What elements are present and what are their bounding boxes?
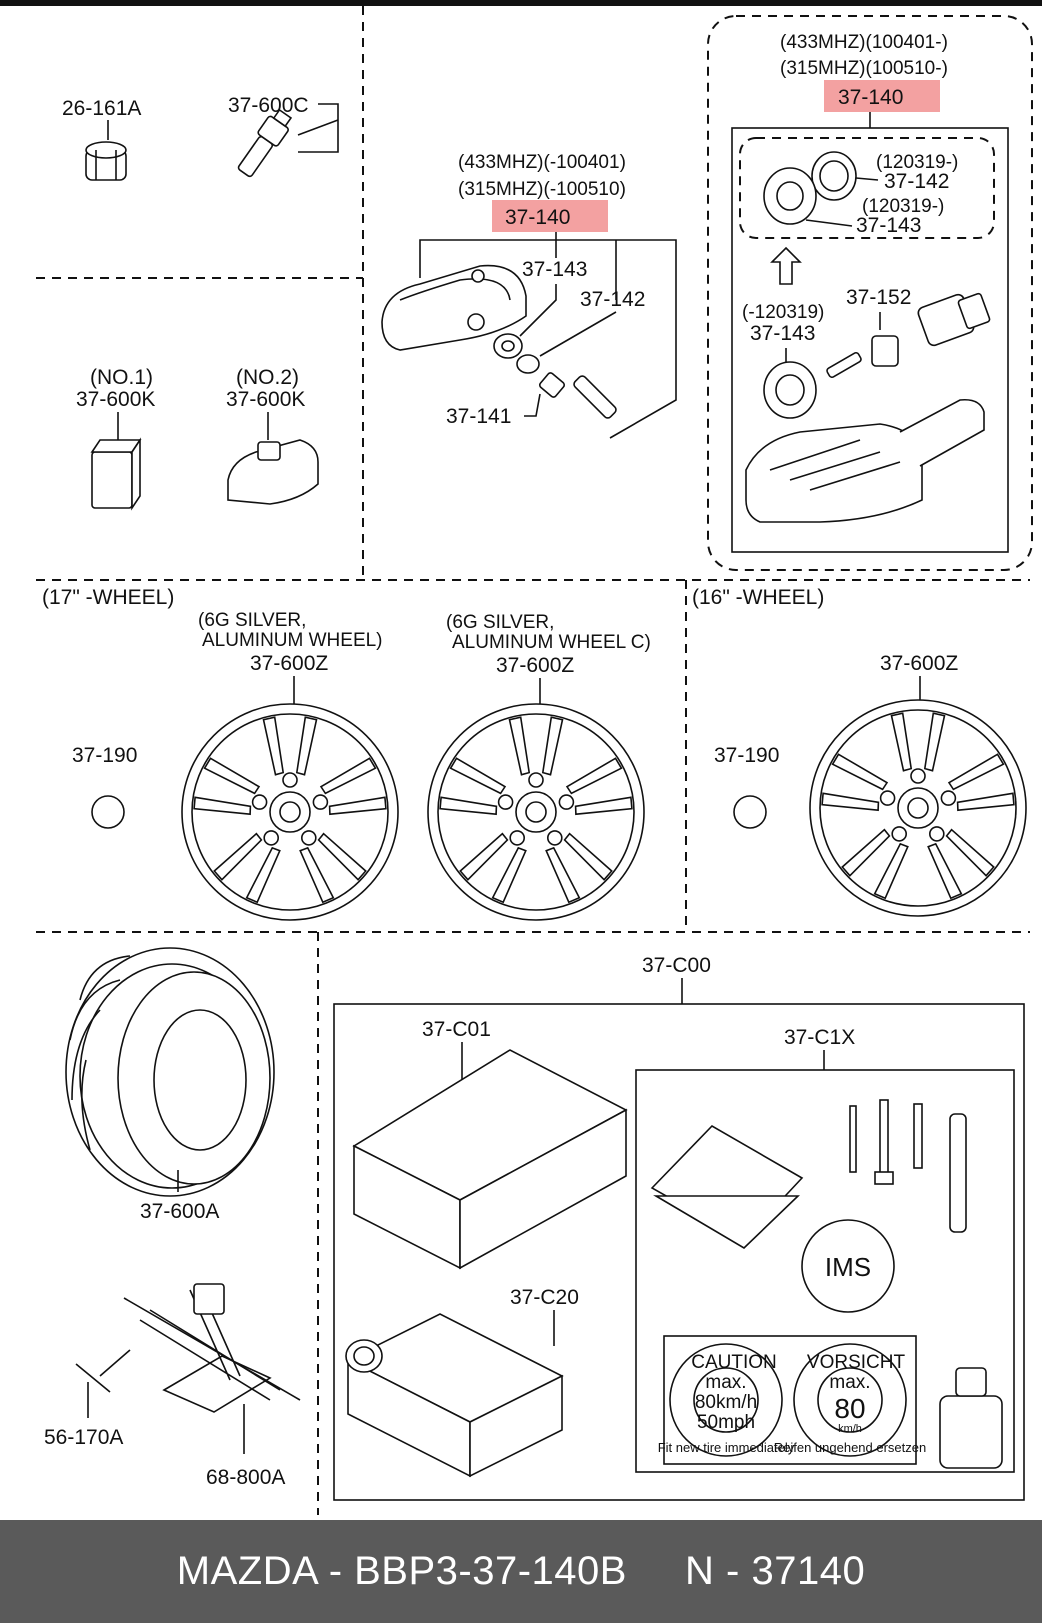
label-37-190-2: 37-190 xyxy=(714,744,779,767)
label-mid-37-141: 37-141 xyxy=(446,405,511,428)
label-mid-37-143: 37-143 xyxy=(522,258,587,281)
wheel-17-silver-c: (6G SILVER, ALUMINUM WHEEL C) 37-600Z xyxy=(427,612,651,921)
label-r-37-142: 37-142 xyxy=(884,170,949,193)
label-68-800A: 68-800A xyxy=(206,1466,285,1489)
label-wheel16: (16" -WHEEL) xyxy=(692,586,824,609)
label-r-37-152: 37-152 xyxy=(846,286,911,309)
vorsicht-arc-text: Reifen ungehend ersetzen xyxy=(774,1440,927,1455)
label-37-600K-1: 37-600K xyxy=(76,388,155,411)
label-r-120319b: (120319-) xyxy=(862,196,944,217)
label-r-37-143b: 37-143 xyxy=(750,322,815,345)
vorsicht-text: VORSICHT xyxy=(807,1352,906,1373)
label-26-161A: 26-161A xyxy=(62,97,141,120)
vorsicht-sticker xyxy=(793,1343,907,1457)
part-37-600C: 37-600C xyxy=(228,94,339,178)
label-37-600Z-2: 37-600Z xyxy=(496,654,574,677)
caution-mph: 50mph xyxy=(697,1412,755,1433)
kit-37-C00: 37-C00 xyxy=(333,954,1025,1501)
part-37-C01-case: 37-C01 xyxy=(352,1018,628,1270)
alt-part-number: N - 37140 xyxy=(685,1549,866,1593)
label-37-600Z-3: 37-600Z xyxy=(880,652,958,675)
ims-text: IMS xyxy=(825,1252,871,1282)
vorsicht-max: max. xyxy=(829,1372,870,1393)
label-37-C20: 37-C20 xyxy=(510,1286,579,1309)
label-37-C00: 37-C00 xyxy=(642,954,711,977)
label-silver2-a: (6G SILVER, xyxy=(446,612,554,633)
highlight-37-140-old xyxy=(492,200,608,232)
label-right-37-140: 37-140 xyxy=(838,86,903,109)
highlight-37-140-new xyxy=(824,80,940,112)
part-37-600K-no1: (NO.1) 37-600K xyxy=(76,366,155,511)
vorsicht-80: 80 xyxy=(834,1393,865,1424)
tpms-sensor-new: (433MHZ)(100401-) (315MHZ)(100510-) 37-1… xyxy=(707,15,1033,571)
label-r-120319a: (120319-) xyxy=(876,152,958,173)
label-37-C1X: 37-C1X xyxy=(784,1026,855,1049)
label-mid-37-142: 37-142 xyxy=(580,288,645,311)
label-r-neg120319: (-120319) xyxy=(742,302,824,323)
part-37-600A-tire: 37-600A xyxy=(65,947,275,1223)
label-37-600K-2: 37-600K xyxy=(226,388,305,411)
label-right-315: (315MHZ)(100510-) xyxy=(780,58,948,79)
part-37-190-a: 37-190 xyxy=(72,744,137,829)
part-26-161A: 26-161A xyxy=(62,97,141,181)
label-37-600A: 37-600A xyxy=(140,1200,219,1223)
brand-part-number: MAZDA - BBP3-37-140B xyxy=(176,1549,627,1593)
label-silver1-b: ALUMINUM WHEEL) xyxy=(202,630,383,651)
label-silver2-b: ALUMINUM WHEEL C) xyxy=(452,632,651,653)
label-silver1-a: (6G SILVER, xyxy=(198,610,306,631)
label-mid-315: (315MHZ)(-100510) xyxy=(458,179,626,200)
part-37-190-b: 37-190 xyxy=(714,744,779,829)
label-no2: (NO.2) xyxy=(236,366,299,389)
label-mid-37-140: 37-140 xyxy=(505,206,570,229)
part-number-footer: MAZDA - BBP3-37-140B N - 37140 xyxy=(0,1520,1042,1623)
part-68-800A-jack: 68-800A xyxy=(123,1283,301,1489)
label-no1: (NO.1) xyxy=(90,366,153,389)
ims-sticker xyxy=(801,1219,895,1313)
part-37-600K-no2: (NO.2) 37-600K xyxy=(226,366,319,505)
label-mid-433: (433MHZ)(-100401) xyxy=(458,152,626,173)
label-37-600C: 37-600C xyxy=(228,94,309,117)
caution-arc-text: Fit new tire immediately xyxy=(658,1440,795,1455)
vorsicht-unit: km/h xyxy=(838,1423,862,1435)
caution-text: CAUTION xyxy=(691,1352,777,1373)
caution-sticker xyxy=(669,1343,783,1457)
tpms-sensor-old: (433MHZ)(-100401) (315MHZ)(-100510) 37-1… xyxy=(381,152,677,439)
label-37-190-1: 37-190 xyxy=(72,744,137,767)
caution-kmh: 80km/h xyxy=(695,1392,757,1413)
label-r-37-143a: 37-143 xyxy=(856,214,921,237)
parts-diagram: 26-161A 37-600C (NO.1) 37-600K (NO.2) 37… xyxy=(0,0,1042,1515)
part-37-C20-compressor: 37-C20 xyxy=(345,1286,579,1478)
wheel-16: 37-600Z xyxy=(809,652,1027,917)
label-right-433: (433MHZ)(100401-) xyxy=(780,32,948,53)
kit-37-C1X: 37-C1X IMS CAUTION max. 80km/h 50mph Fit… xyxy=(635,1026,1015,1473)
footer-spacer xyxy=(627,1549,685,1594)
part-56-170A-handle: 56-170A xyxy=(44,1349,131,1449)
label-wheel17: (17" -WHEEL) xyxy=(42,586,174,609)
wheel-17-silver: (6G SILVER, ALUMINUM WHEEL) 37-600Z xyxy=(181,610,399,921)
label-37-C01: 37-C01 xyxy=(422,1018,491,1041)
caution-max: max. xyxy=(705,1372,746,1393)
label-37-600Z-1: 37-600Z xyxy=(250,652,328,675)
label-56-170A: 56-170A xyxy=(44,1426,123,1449)
